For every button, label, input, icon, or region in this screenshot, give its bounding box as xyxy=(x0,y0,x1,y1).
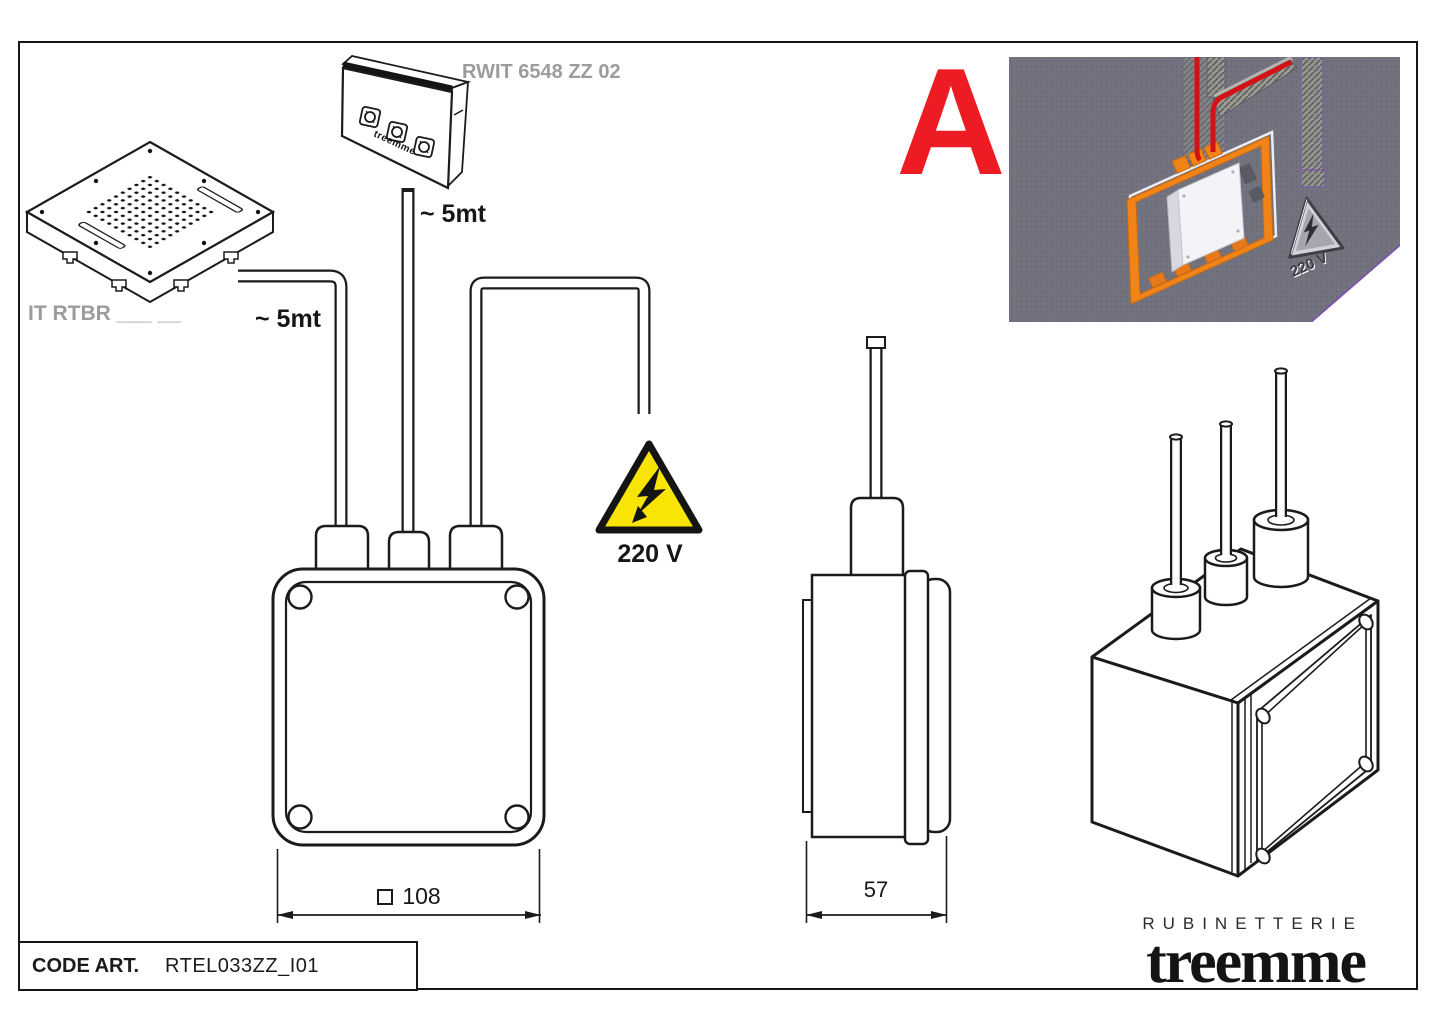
logo-subtitle: RUBINETTERIE xyxy=(1142,914,1363,933)
code-art-value: RTEL033ZZ_I01 xyxy=(165,954,320,977)
treemme-logo: RUBINETTERIE treemme xyxy=(1142,914,1367,996)
drawing-border-frame xyxy=(18,41,1418,990)
square-dimension-icon xyxy=(377,889,394,905)
logo-brand: treemme xyxy=(1146,928,1367,996)
section-letter: A xyxy=(896,37,1006,207)
title-block: CODE ART. RTEL033ZZ_I01 xyxy=(18,941,418,991)
control-panel-drawing: treemme xyxy=(340,55,472,190)
wall-stud-right xyxy=(1300,57,1324,171)
cable-left xyxy=(238,269,348,532)
installation-photo: 220 V 220 V xyxy=(1009,57,1400,322)
front-dimension-value: 108 xyxy=(402,883,441,909)
front-dimension-label: 108 xyxy=(329,883,489,910)
side-dimension xyxy=(805,836,948,923)
plate-code-label: IT RTBR ___ __ xyxy=(28,302,181,325)
warning-triangle-icon xyxy=(595,440,703,534)
photo-junction-box xyxy=(1166,162,1245,273)
shower-plate-drawing xyxy=(24,140,276,304)
photo-red-cables xyxy=(1194,57,1293,162)
front-dimension xyxy=(276,849,541,923)
junction-box-front-view xyxy=(271,524,546,847)
junction-box-side-view xyxy=(802,336,952,846)
cable-power-right xyxy=(469,276,651,534)
code-art-label: CODE ART. xyxy=(32,954,140,977)
junction-box-3d-view xyxy=(1090,367,1380,878)
cable-left-length-label: ~ 5mt xyxy=(255,305,322,333)
warning-voltage-label: 220 V xyxy=(617,540,683,568)
panel-code-label: RWIT 6548 ZZ 02 xyxy=(462,61,621,83)
cable-middle-length-label: ~ 5mt xyxy=(420,200,487,228)
photo-warning-triangle-icon xyxy=(1288,196,1345,259)
side-dimension-label: 57 xyxy=(863,877,889,902)
